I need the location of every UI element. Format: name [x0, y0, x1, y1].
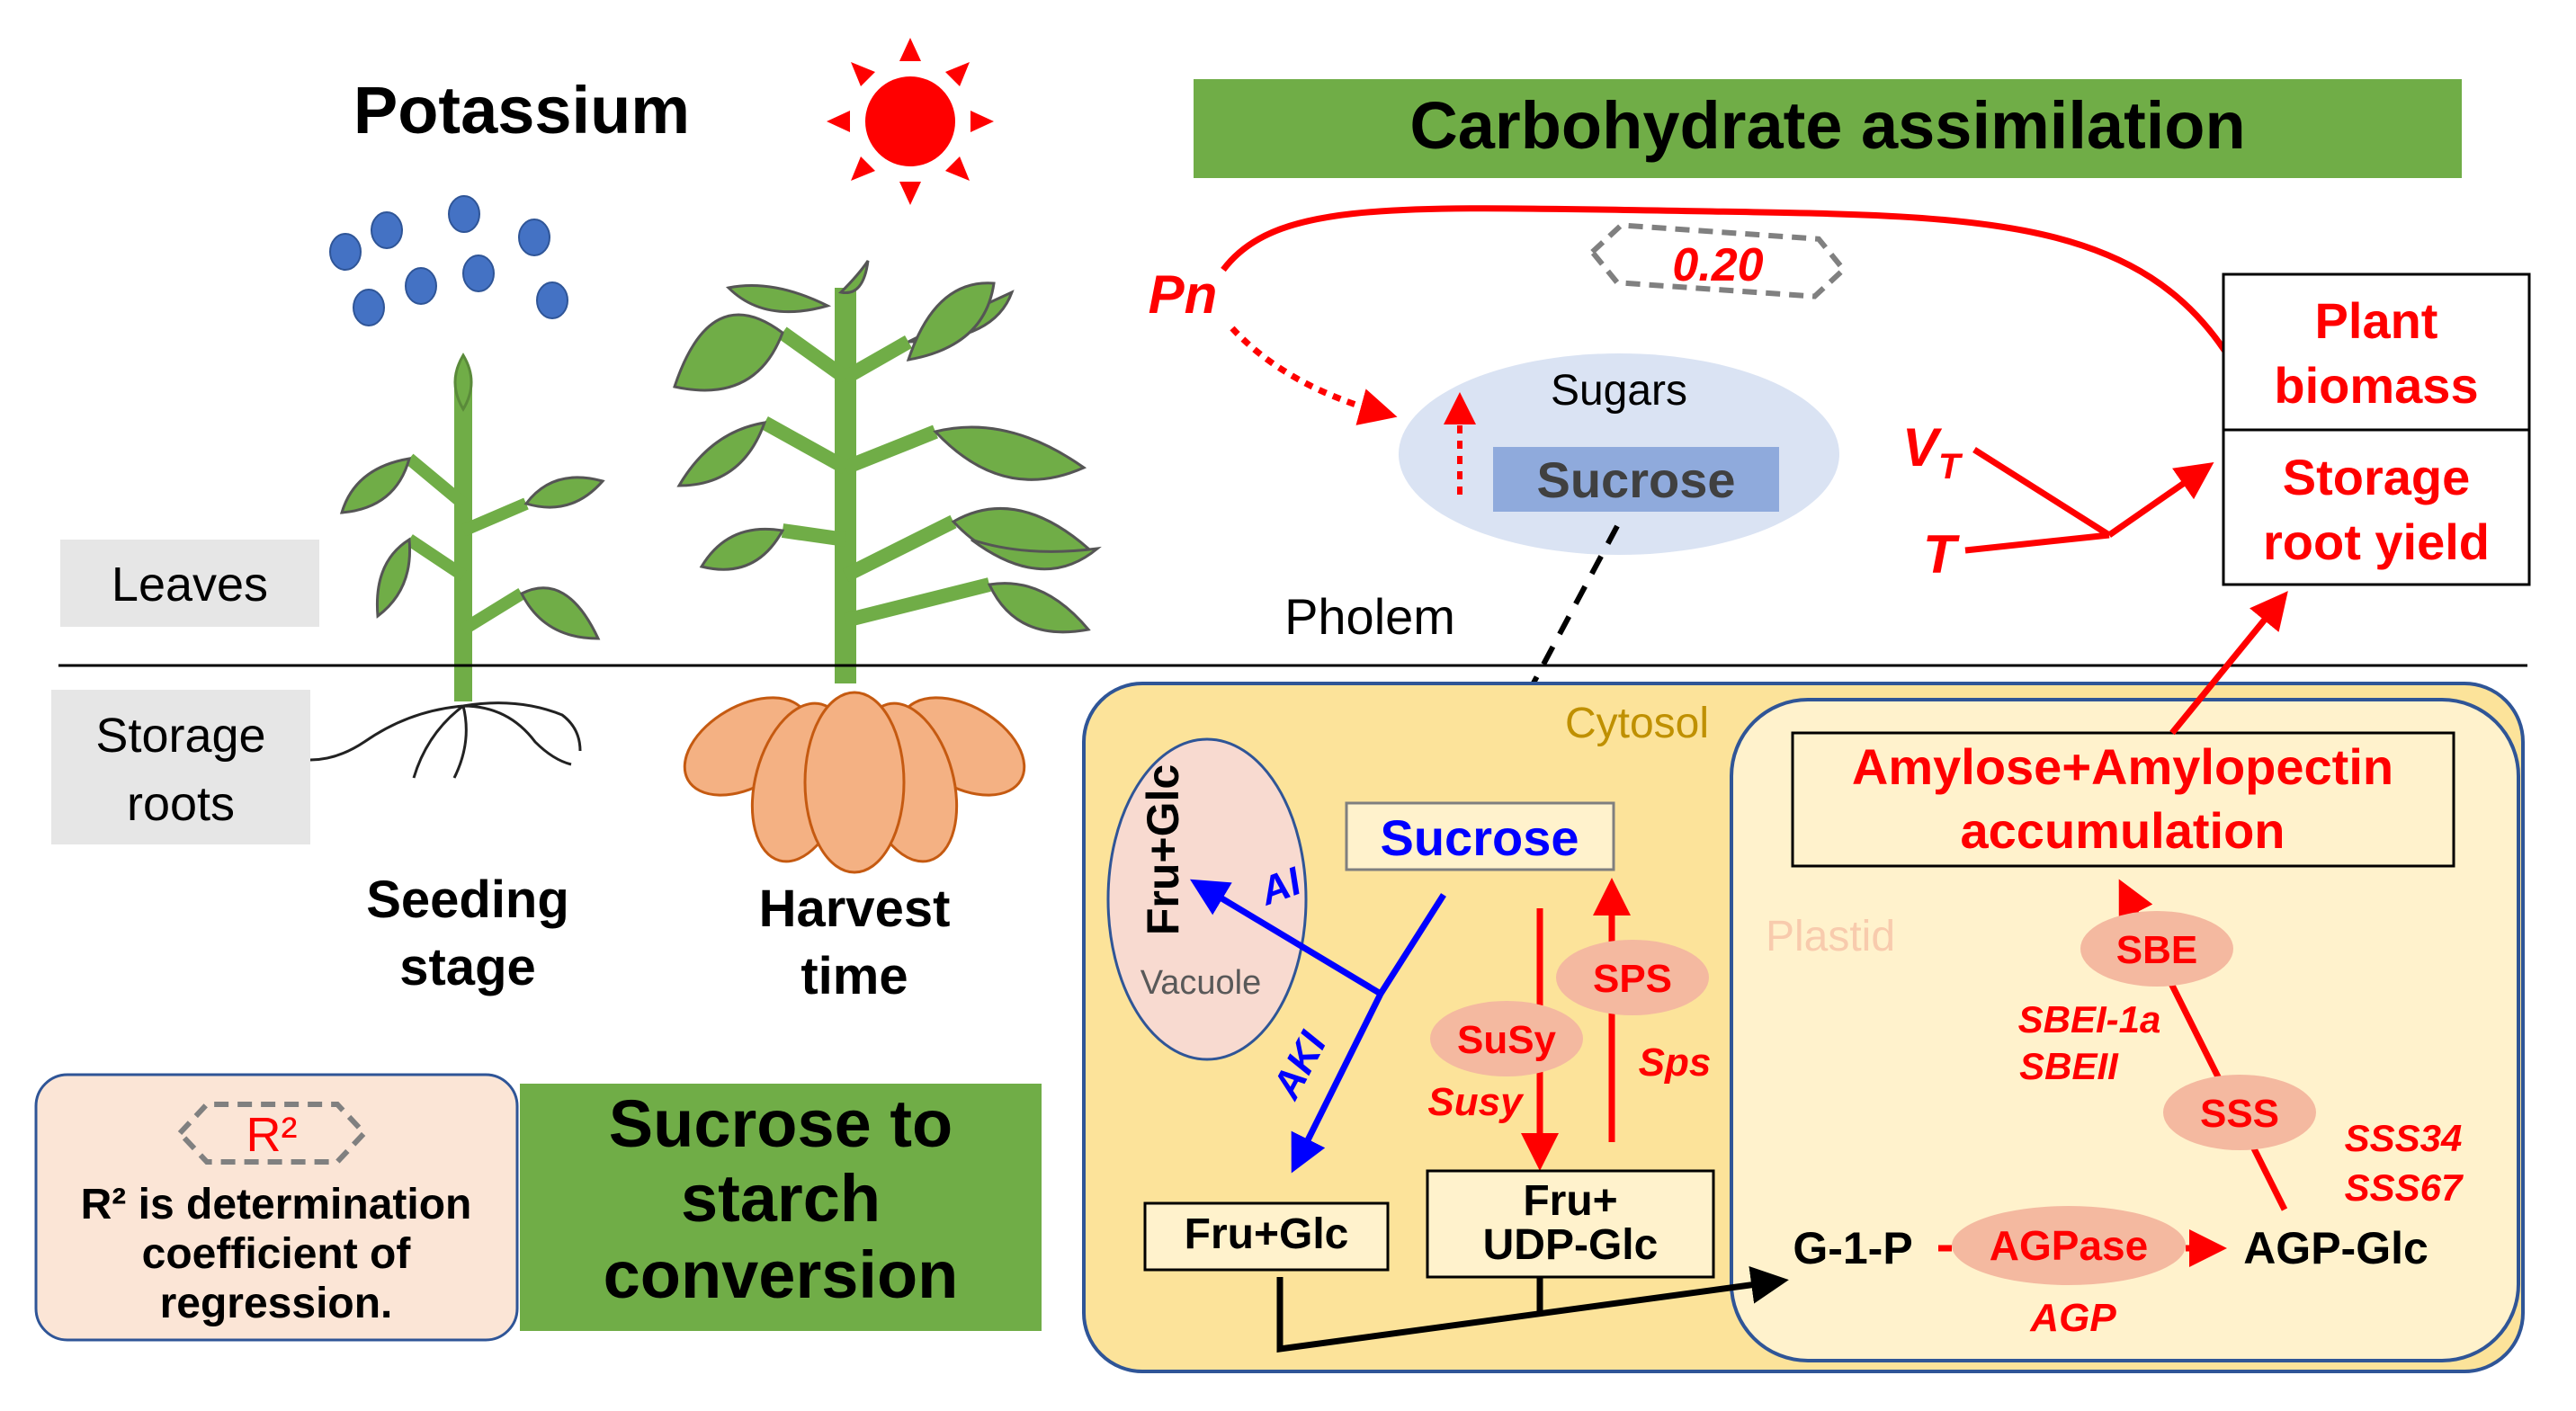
potassium-title: Potassium: [353, 73, 690, 147]
vacuole-label: Vacuole: [1140, 964, 1262, 1002]
sucrose-cytosol-box: [1345, 801, 1615, 871]
sucrose-cytosol-label: Sucrose: [1381, 809, 1579, 866]
yield-line1: Storage: [2283, 449, 2471, 505]
aki-arrow: [1291, 992, 1384, 1174]
plastid-label: Plastid: [1766, 913, 1895, 960]
storage-roots-icon: [683, 691, 1026, 874]
harvest-label-line2: time: [801, 947, 908, 1005]
storage-roots-label-line1: Storage: [95, 709, 265, 763]
leaves-label-box: [60, 540, 319, 627]
legend-r2-hexagon: [175, 1102, 369, 1165]
sbe-gene-2: SBEII: [2019, 1045, 2119, 1087]
plant-biomass-line2: biomass: [2274, 357, 2478, 414]
yield-line2: root yield: [2263, 513, 2490, 570]
fru-udp-box: [1426, 1169, 1715, 1279]
vt-label-sub: T: [1938, 447, 1963, 487]
accumulation-to-yield-arrow: [2169, 591, 2288, 736]
potassium-dots-icon: [329, 195, 568, 326]
sss-label: SSS: [2200, 1092, 2279, 1136]
pn-label: Pn: [1149, 264, 1218, 325]
sucrose-leaf-box: [1493, 447, 1779, 512]
fru-glc-label: Fru+Glc: [1185, 1210, 1349, 1258]
carbohydrate-banner: [1194, 79, 2462, 178]
conversion-line3: conversion: [604, 1237, 959, 1312]
r2-value: 0.20: [1672, 239, 1763, 291]
agp-glc-label: AGP-Glc: [2243, 1223, 2428, 1273]
sps-label: SPS: [1593, 957, 1672, 1001]
to-g1p-connector: [1276, 1265, 1789, 1353]
sugars-label: Sugars: [1551, 367, 1687, 415]
sss-gene-1: SSS34: [2345, 1117, 2463, 1159]
t-line: [1964, 531, 2110, 554]
seedling-plant-icon: [309, 353, 605, 779]
leaves-label: Leaves: [112, 558, 268, 612]
agp-gene: AGP: [2029, 1296, 2116, 1340]
fru-udp-line2: UDP-Glc: [1483, 1221, 1659, 1269]
susy-enzyme: [1430, 1001, 1583, 1076]
vacuole-content: Fru+Glc: [1138, 764, 1188, 935]
susy-gene: Susy: [1427, 1080, 1525, 1124]
sss-enzyme: [2163, 1075, 2316, 1150]
legend-line2: coefficient of: [142, 1230, 412, 1278]
sps-enzyme: [1556, 940, 1709, 1015]
accumulation-box: [1791, 731, 2455, 868]
conversion-line2: starch: [681, 1161, 881, 1236]
sps-gene: Sps: [1639, 1040, 1712, 1085]
phloem-transport-line: [1463, 524, 1620, 811]
sbe-label: SBE: [2116, 928, 2197, 972]
legend-r2-symbol: R²: [246, 1108, 298, 1162]
accumulation-line2: accumulation: [1961, 802, 2285, 859]
legend-box: [34, 1073, 519, 1342]
fru-glc-box: [1143, 1201, 1390, 1272]
pn-to-biomass-curve: [1221, 205, 2233, 362]
ai-arrow: [1189, 879, 1382, 997]
agpase-enzyme: [1952, 1206, 2186, 1285]
conversion-banner: [520, 1084, 1042, 1331]
sbe-enzyme: [2080, 911, 2233, 987]
conversion-line1: Sucrose to: [609, 1086, 953, 1161]
t-label: T: [1923, 524, 1960, 585]
g1p-label: G-1-P: [1793, 1223, 1912, 1273]
pholem-label: Pholem: [1284, 588, 1455, 645]
sbe-gene-1: SBEI-1a: [2018, 998, 2161, 1040]
vt-line: [1972, 447, 2111, 538]
harvest-label-line1: Harvest: [759, 880, 951, 938]
sucrose-leaf-label: Sucrose: [1537, 451, 1736, 508]
sun-icon: [827, 38, 994, 205]
legend-line1: R² is determination: [81, 1181, 472, 1228]
to-yield-arrow: [2107, 462, 2214, 538]
vt-label: VT: [1902, 417, 1963, 487]
fru-udp-line1: Fru+: [1523, 1177, 1617, 1225]
susy-label: SuSy: [1457, 1018, 1557, 1062]
legend-line3: regression.: [160, 1280, 393, 1327]
vt-label-main: V: [1902, 417, 1943, 478]
carbohydrate-title: Carbohydrate assimilation: [1409, 88, 2245, 163]
agpase-label: AGPase: [1990, 1222, 2148, 1269]
accumulation-line1: Amylose+Amylopectin: [1852, 738, 2393, 795]
harvest-plant-icon: [673, 260, 1102, 683]
storage-roots-label-line2: roots: [127, 777, 235, 831]
pn-to-sugars-arrow: [1230, 326, 1398, 425]
plant-biomass-line1: Plant: [2315, 292, 2438, 349]
sss-gene-2: SSS67: [2345, 1166, 2464, 1209]
seeding-label-line2: stage: [399, 938, 536, 996]
seeding-label-line1: Seeding: [366, 871, 569, 929]
sucrose-blue-branch: [1378, 893, 1446, 996]
storage-roots-label-box: [51, 690, 310, 844]
cytosol-label: Cytosol: [1565, 700, 1709, 747]
